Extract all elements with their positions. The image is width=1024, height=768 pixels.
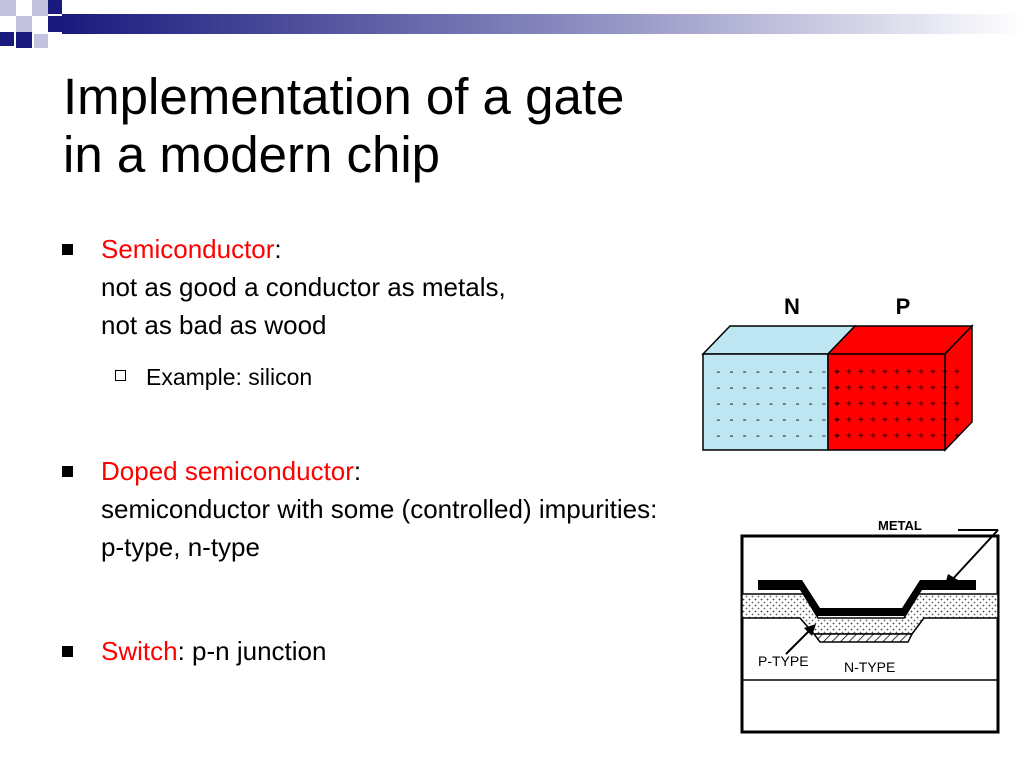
p-charges: + + + + + + + + + + + + + + + + + + + + … — [834, 368, 960, 443]
pointer-line — [949, 529, 999, 583]
metal-layer — [758, 580, 976, 616]
minus-row: - - - - - - - - - - — [715, 383, 840, 395]
page-title: Implementation of a gate in a modern chi… — [63, 68, 624, 184]
bullet-marker — [62, 646, 73, 657]
plus-row: + + + + + + + + + + + — [834, 400, 960, 411]
plus-row: + + + + + + + + + + + — [834, 416, 960, 427]
p-diffusion — [812, 633, 914, 643]
bullet-sep: : — [353, 456, 362, 486]
p-label: P — [896, 294, 911, 319]
plus-row: + + + + + + + + + + + — [834, 432, 960, 443]
bullet-line: p-type, n-type — [101, 532, 260, 562]
plus-row: + + + + + + + + + + + — [834, 384, 960, 395]
bullet-line: semiconductor with some (controlled) imp… — [101, 494, 658, 524]
pn-block-figure: N P - - - - - - - - - - - - - - - - - - … — [701, 294, 974, 452]
plus-row: + + + + + + + + + + + — [834, 368, 960, 379]
title-line-2: in a modern chip — [63, 126, 441, 183]
hollow-square-icon — [115, 370, 126, 381]
oxide-layer — [741, 593, 999, 635]
minus-row: - - - - - - - - - - — [715, 367, 840, 379]
bullet-marker — [62, 466, 73, 477]
ptype-label: P-TYPE — [758, 653, 809, 669]
bullet-term: Semiconductor — [101, 234, 275, 264]
bullet-marker — [62, 244, 73, 255]
ntype-label: N-TYPE — [844, 659, 895, 675]
n-charges: - - - - - - - - - - - - - - - - - - - - … — [715, 367, 840, 443]
title-decoration — [0, 0, 1024, 48]
chip-cross-section-figure: METAL P-TYPE N-TYPE — [740, 518, 1000, 734]
minus-row: - - - - - - - - - - — [715, 431, 840, 443]
arrow-head-icon — [804, 624, 816, 636]
arrow-head-icon — [944, 574, 958, 588]
bullet-line: not as bad as wood — [101, 310, 327, 340]
p-region — [827, 353, 946, 451]
metal-label: METAL — [878, 518, 922, 533]
bullet-term: Switch — [101, 636, 178, 666]
minus-row: - - - - - - - - - - — [715, 415, 840, 427]
bullet-term: Doped semiconductor — [101, 456, 354, 486]
n-label: N — [784, 294, 800, 319]
bullet-sep: : p-n junction — [177, 636, 327, 666]
bullet-line: not as good a conductor as metals, — [101, 272, 506, 302]
pointer-line — [785, 627, 813, 655]
sub-bullet-text: Example: silicon — [146, 364, 313, 390]
bullet-sep: : — [274, 234, 282, 264]
minus-row: - - - - - - - - - - — [715, 399, 840, 411]
title-line-1: Implementation of a gate — [63, 68, 625, 125]
n-region — [702, 353, 829, 451]
